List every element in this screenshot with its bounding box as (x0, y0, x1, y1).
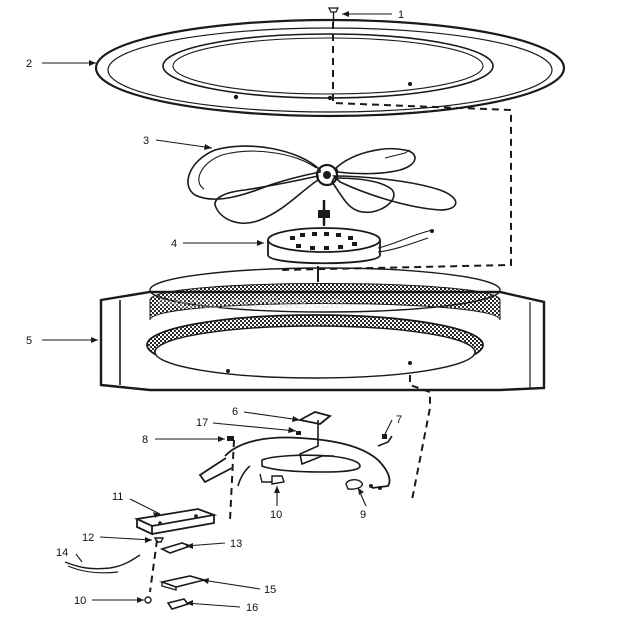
callout-2: 2 (26, 58, 32, 70)
callout-3: 3 (143, 135, 149, 147)
callout-12: 12 (82, 532, 94, 544)
arrowheads (89, 11, 364, 606)
leader-lines (42, 13, 393, 608)
part-3-fan-blade (187, 145, 457, 224)
callout-labels: 1 2 3 4 5 6 7 8 9 10 11 12 13 14 15 16 1… (26, 9, 404, 614)
callout-10-upper: 10 (270, 509, 282, 521)
part-2-top-cover (94, 18, 566, 118)
callout-13: 13 (230, 538, 242, 550)
assembly-guide-lines (149, 22, 512, 593)
callout-17: 17 (196, 417, 208, 429)
mount-bracket-parts (64, 508, 218, 610)
watermark-text: eReplacementParts.com (158, 293, 344, 312)
part-5-base-housing (99, 267, 546, 392)
callout-6: 6 (232, 406, 238, 418)
callout-1: 1 (398, 9, 404, 21)
part-4-motor (267, 200, 434, 282)
callout-11: 11 (112, 491, 123, 503)
callout-4: 4 (171, 238, 177, 250)
callout-16: 16 (246, 602, 258, 614)
callout-15: 15 (264, 584, 276, 596)
callout-8: 8 (142, 434, 148, 446)
callout-9: 9 (360, 509, 366, 521)
bracket-assembly (198, 411, 393, 490)
callout-14: 14 (56, 547, 68, 559)
callout-7: 7 (396, 414, 402, 426)
callout-10-lower: 10 (74, 595, 86, 607)
callout-5: 5 (26, 335, 32, 347)
